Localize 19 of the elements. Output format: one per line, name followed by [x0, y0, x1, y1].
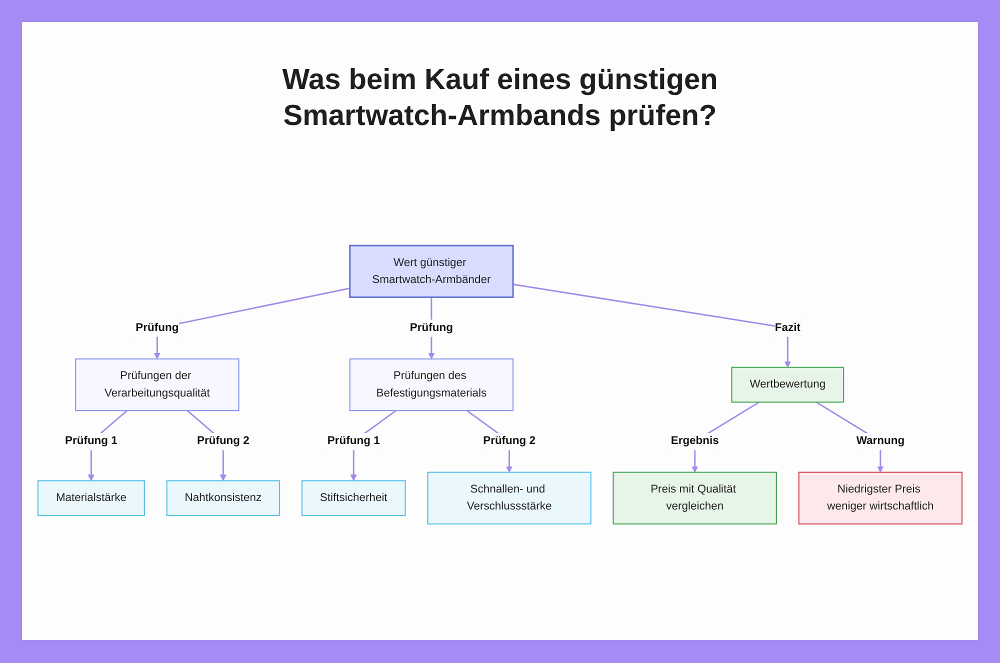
process-box: Wertbewertung [731, 366, 844, 402]
edge-label: Ergebnis [670, 432, 719, 450]
diagram-title: Was beim Kauf eines günstigen Smartwatch-Armbands prüfen? [281, 63, 719, 134]
edge-label: Prüfung 2 [483, 432, 536, 450]
edge-label: Prüfung 2 [197, 432, 250, 450]
process-box: Preis mit Qualität vergleichen [612, 471, 777, 524]
process-box: Stiftsicherheit [301, 480, 406, 516]
edge-label: Prüfung [410, 319, 453, 336]
edge-label: Prüfung 1 [65, 432, 118, 450]
process-box: Schnallen- und Verschlussstärke [427, 471, 592, 524]
process-box: Prüfungen des Befestigungsmaterials [349, 358, 514, 411]
process-box: Wert günstiger Smartwatch-Armbänder [349, 244, 514, 298]
process-box: Niedrigster Preis weniger wirtschaftlich [798, 471, 963, 524]
edge-label: Warnung [856, 432, 905, 450]
connector-arrow [512, 283, 791, 368]
process-box: Nahtkonsistenz [166, 480, 280, 516]
process-box: Prüfungen der Verarbeitungsqualität [75, 358, 240, 411]
process-box: Materialstärke [37, 480, 145, 516]
edge-label: Prüfung 1 [327, 432, 380, 450]
